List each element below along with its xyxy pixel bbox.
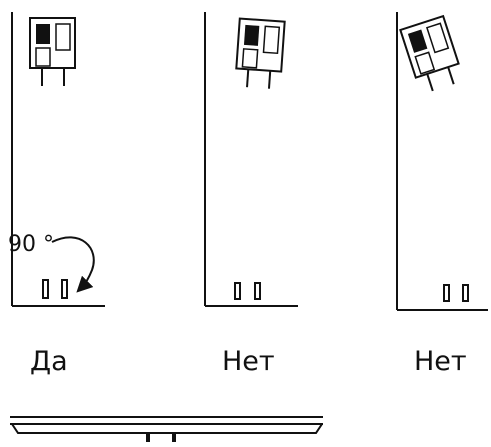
- panel-1-caption: Да: [30, 346, 68, 377]
- panel-3-caption: Нет: [414, 346, 467, 377]
- panel-2: [204, 12, 298, 307]
- socket-icon: [234, 282, 261, 300]
- plug-icon: [29, 17, 76, 86]
- panel-1: [11, 12, 105, 307]
- socket-icon: [42, 279, 68, 299]
- rotation-angle-label: 90 °: [8, 232, 54, 257]
- panel-3: [396, 12, 488, 311]
- plug-icon: [399, 14, 460, 92]
- rotation-arrow-icon: [51, 236, 95, 293]
- panel-2-caption: Нет: [222, 346, 275, 377]
- base-plate-icon: [10, 416, 323, 442]
- socket-icon: [443, 284, 469, 302]
- plug-icon: [235, 17, 286, 89]
